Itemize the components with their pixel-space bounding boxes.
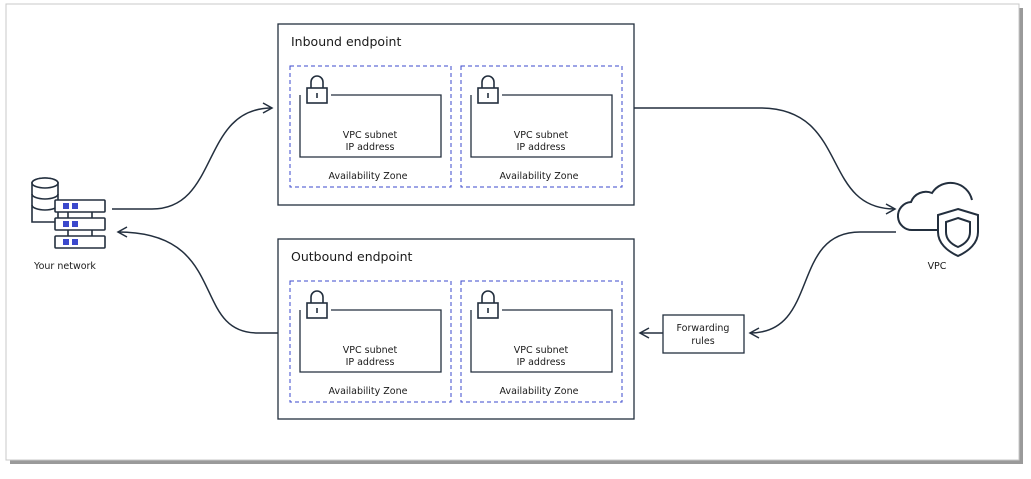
ip-label: IP address	[346, 357, 395, 368]
forwarding-line2: rules	[691, 336, 714, 347]
outbound-endpoint: Outbound endpoint VPC subnet IP address …	[277, 238, 635, 420]
connectors	[112, 102, 897, 339]
lock-icon	[306, 290, 328, 319]
vpc-to-forwarding-arrow	[748, 231, 896, 339]
subnet-box	[470, 309, 613, 373]
availability-zone-box	[460, 280, 623, 403]
network-label: Your network	[33, 261, 96, 272]
subnet-label: VPC subnet	[514, 345, 569, 356]
server-stack-icon	[31, 177, 106, 249]
inbound-zone-2: VPC subnet IP address Availability Zone	[460, 65, 623, 188]
outbound-zone-1: VPC subnet IP address Availability Zone	[289, 280, 452, 403]
ip-label: IP address	[517, 142, 566, 153]
inbound-to-vpc-arrow	[634, 107, 897, 215]
ip-label: IP address	[346, 142, 395, 153]
lock-icon	[306, 75, 328, 104]
outbound-box	[277, 238, 635, 420]
outbound-to-network-arrow	[116, 226, 278, 334]
subnet-box	[299, 309, 442, 373]
cloud-shield-icon	[896, 181, 979, 258]
outbound-zone-2: VPC subnet IP address Availability Zone	[460, 280, 623, 403]
availability-zone-box	[460, 65, 623, 188]
lock-icon	[477, 290, 499, 319]
zone-label: Availability Zone	[500, 171, 579, 182]
inbound-zone-1: VPC subnet IP address Availability Zone	[289, 65, 452, 188]
subnet-label: VPC subnet	[514, 130, 569, 141]
forwarding-rules: Forwarding rules	[662, 314, 745, 354]
lock-icon	[477, 75, 499, 104]
ip-label: IP address	[517, 357, 566, 368]
zone-label: Availability Zone	[329, 171, 408, 182]
availability-zone-box	[289, 280, 452, 403]
subnet-box	[470, 94, 613, 158]
zone-label: Availability Zone	[500, 386, 579, 397]
subnet-box	[299, 94, 442, 158]
inbound-box	[277, 23, 635, 206]
network-to-inbound-arrow	[112, 102, 274, 210]
zone-label: Availability Zone	[329, 386, 408, 397]
subnet-label: VPC subnet	[343, 345, 398, 356]
forwarding-line1: Forwarding	[677, 323, 730, 334]
vpc-label: VPC	[928, 261, 947, 272]
forwarding-rules-box	[662, 314, 745, 354]
availability-zone-box	[289, 65, 452, 188]
inbound-endpoint: Inbound endpoint VPC subnet IP address A…	[277, 23, 635, 206]
inbound-title: Inbound endpoint	[291, 34, 401, 49]
outbound-title: Outbound endpoint	[291, 249, 413, 264]
subnet-label: VPC subnet	[343, 130, 398, 141]
